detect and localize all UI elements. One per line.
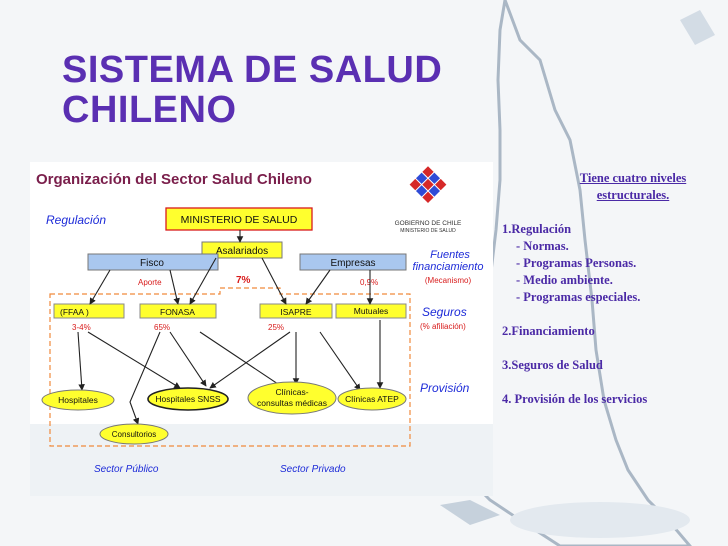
clinicas-ellipse xyxy=(247,381,337,415)
logo-text-1: GOBIERNO DE CHILE xyxy=(395,220,462,227)
notes-heading-line-1: Tiene cuatro niveles xyxy=(579,171,687,185)
ffaa-label: (FFAA ) xyxy=(60,307,89,317)
notes-level-1-item: - Programas Personas. xyxy=(516,256,637,270)
sector-privado-label: Sector Privado xyxy=(280,464,346,475)
hospitales-label: Hospitales xyxy=(58,395,98,405)
notes-level-1-item: - Programas especiales. xyxy=(516,290,641,304)
notes-heading-line-2: estructurales. xyxy=(596,188,670,202)
structural-levels-notes: Tiene cuatro niveles estructurales. 1.Re… xyxy=(502,170,724,408)
map-island-1 xyxy=(440,500,500,525)
notes-level-3: 3.Seguros de Salud xyxy=(502,358,603,372)
isapre-box xyxy=(259,303,333,319)
ministerio-label: MINISTERIO DE SALUD xyxy=(181,214,298,226)
sector-publico-label: Sector Público xyxy=(94,464,159,475)
clinicas-label-1: Clínicas- xyxy=(275,387,308,397)
sector-band xyxy=(30,424,493,496)
pct-7-label: 7% xyxy=(236,275,251,286)
seguros-dashed-region xyxy=(49,287,411,447)
asalariados-label: Asalariados xyxy=(216,246,268,257)
pct-09-label: 0,9% xyxy=(360,278,378,287)
clinicas-atep-label: Clínicas ATEP xyxy=(345,394,399,404)
notes-heading: Tiene cuatro niveles estructurales. xyxy=(502,170,724,204)
notes-level-2: 2.Financiamiento xyxy=(502,324,595,338)
consultorios-ellipse xyxy=(99,423,169,445)
diagram-header: Organización del Sector Salud Chileno xyxy=(36,171,312,188)
level-seguros: Seguros xyxy=(422,305,467,319)
map-island-2 xyxy=(680,10,715,45)
mutuales-label: Mutuales xyxy=(354,306,389,316)
hospitales-snss-ellipse xyxy=(147,387,229,411)
consultorios-label: Consultorios xyxy=(112,430,156,439)
hospitales-ellipse xyxy=(41,389,115,411)
level-fuentes-1: Fuentes xyxy=(430,249,470,261)
page-title: SISTEMA DE SALUD CHILENO xyxy=(62,50,442,130)
pct-65-label: 65% xyxy=(154,323,170,332)
fisco-box xyxy=(87,253,219,271)
aporte-label: Aporte xyxy=(138,278,162,287)
clinicas-label-2: consultas médicas xyxy=(257,398,327,408)
map-outline xyxy=(460,0,692,546)
level-regulacion: Regulación xyxy=(46,213,106,227)
level-provision: Provisión xyxy=(420,381,470,395)
ministerio-box xyxy=(165,207,313,231)
ffaa-box xyxy=(53,303,125,319)
notes-level-1-item: - Medio ambiente. xyxy=(516,273,613,287)
isapre-label: ISAPRE xyxy=(280,307,312,317)
notes-level-1-item: - Normas. xyxy=(516,239,569,253)
flow-arrows xyxy=(77,230,384,425)
title-line-1: SISTEMA DE SALUD xyxy=(62,49,443,91)
notes-level-1: 1.Regulación xyxy=(502,222,572,236)
notes-level-4: 4. Provisión de los servicios xyxy=(502,392,648,406)
hospitales-snss-label: Hospitales SNSS xyxy=(155,394,221,404)
fisco-label: Fisco xyxy=(140,258,164,269)
fonasa-label: FONASA xyxy=(160,307,195,317)
level-mecanismo: (Mecanismo) xyxy=(425,276,472,285)
empresas-box xyxy=(299,253,407,271)
empresas-label: Empresas xyxy=(330,258,375,269)
pct-25-label: 25% xyxy=(268,323,284,332)
map-bottom-shape xyxy=(510,502,690,538)
pct-34-label: 3-4% xyxy=(72,323,91,332)
clinicas-atep-ellipse xyxy=(337,387,407,411)
title-line-2: CHILENO xyxy=(62,89,237,131)
government-logo: GOBIERNO DE CHILE MINISTERIO DE SALUD xyxy=(395,166,462,234)
health-sector-diagram: Organización del Sector Salud Chileno GO… xyxy=(30,162,493,496)
logo-text-2: MINISTERIO DE SALUD xyxy=(400,228,456,234)
level-fuentes-2: financiamiento xyxy=(413,261,484,273)
level-afiliacion: (% afiliación) xyxy=(420,322,466,331)
